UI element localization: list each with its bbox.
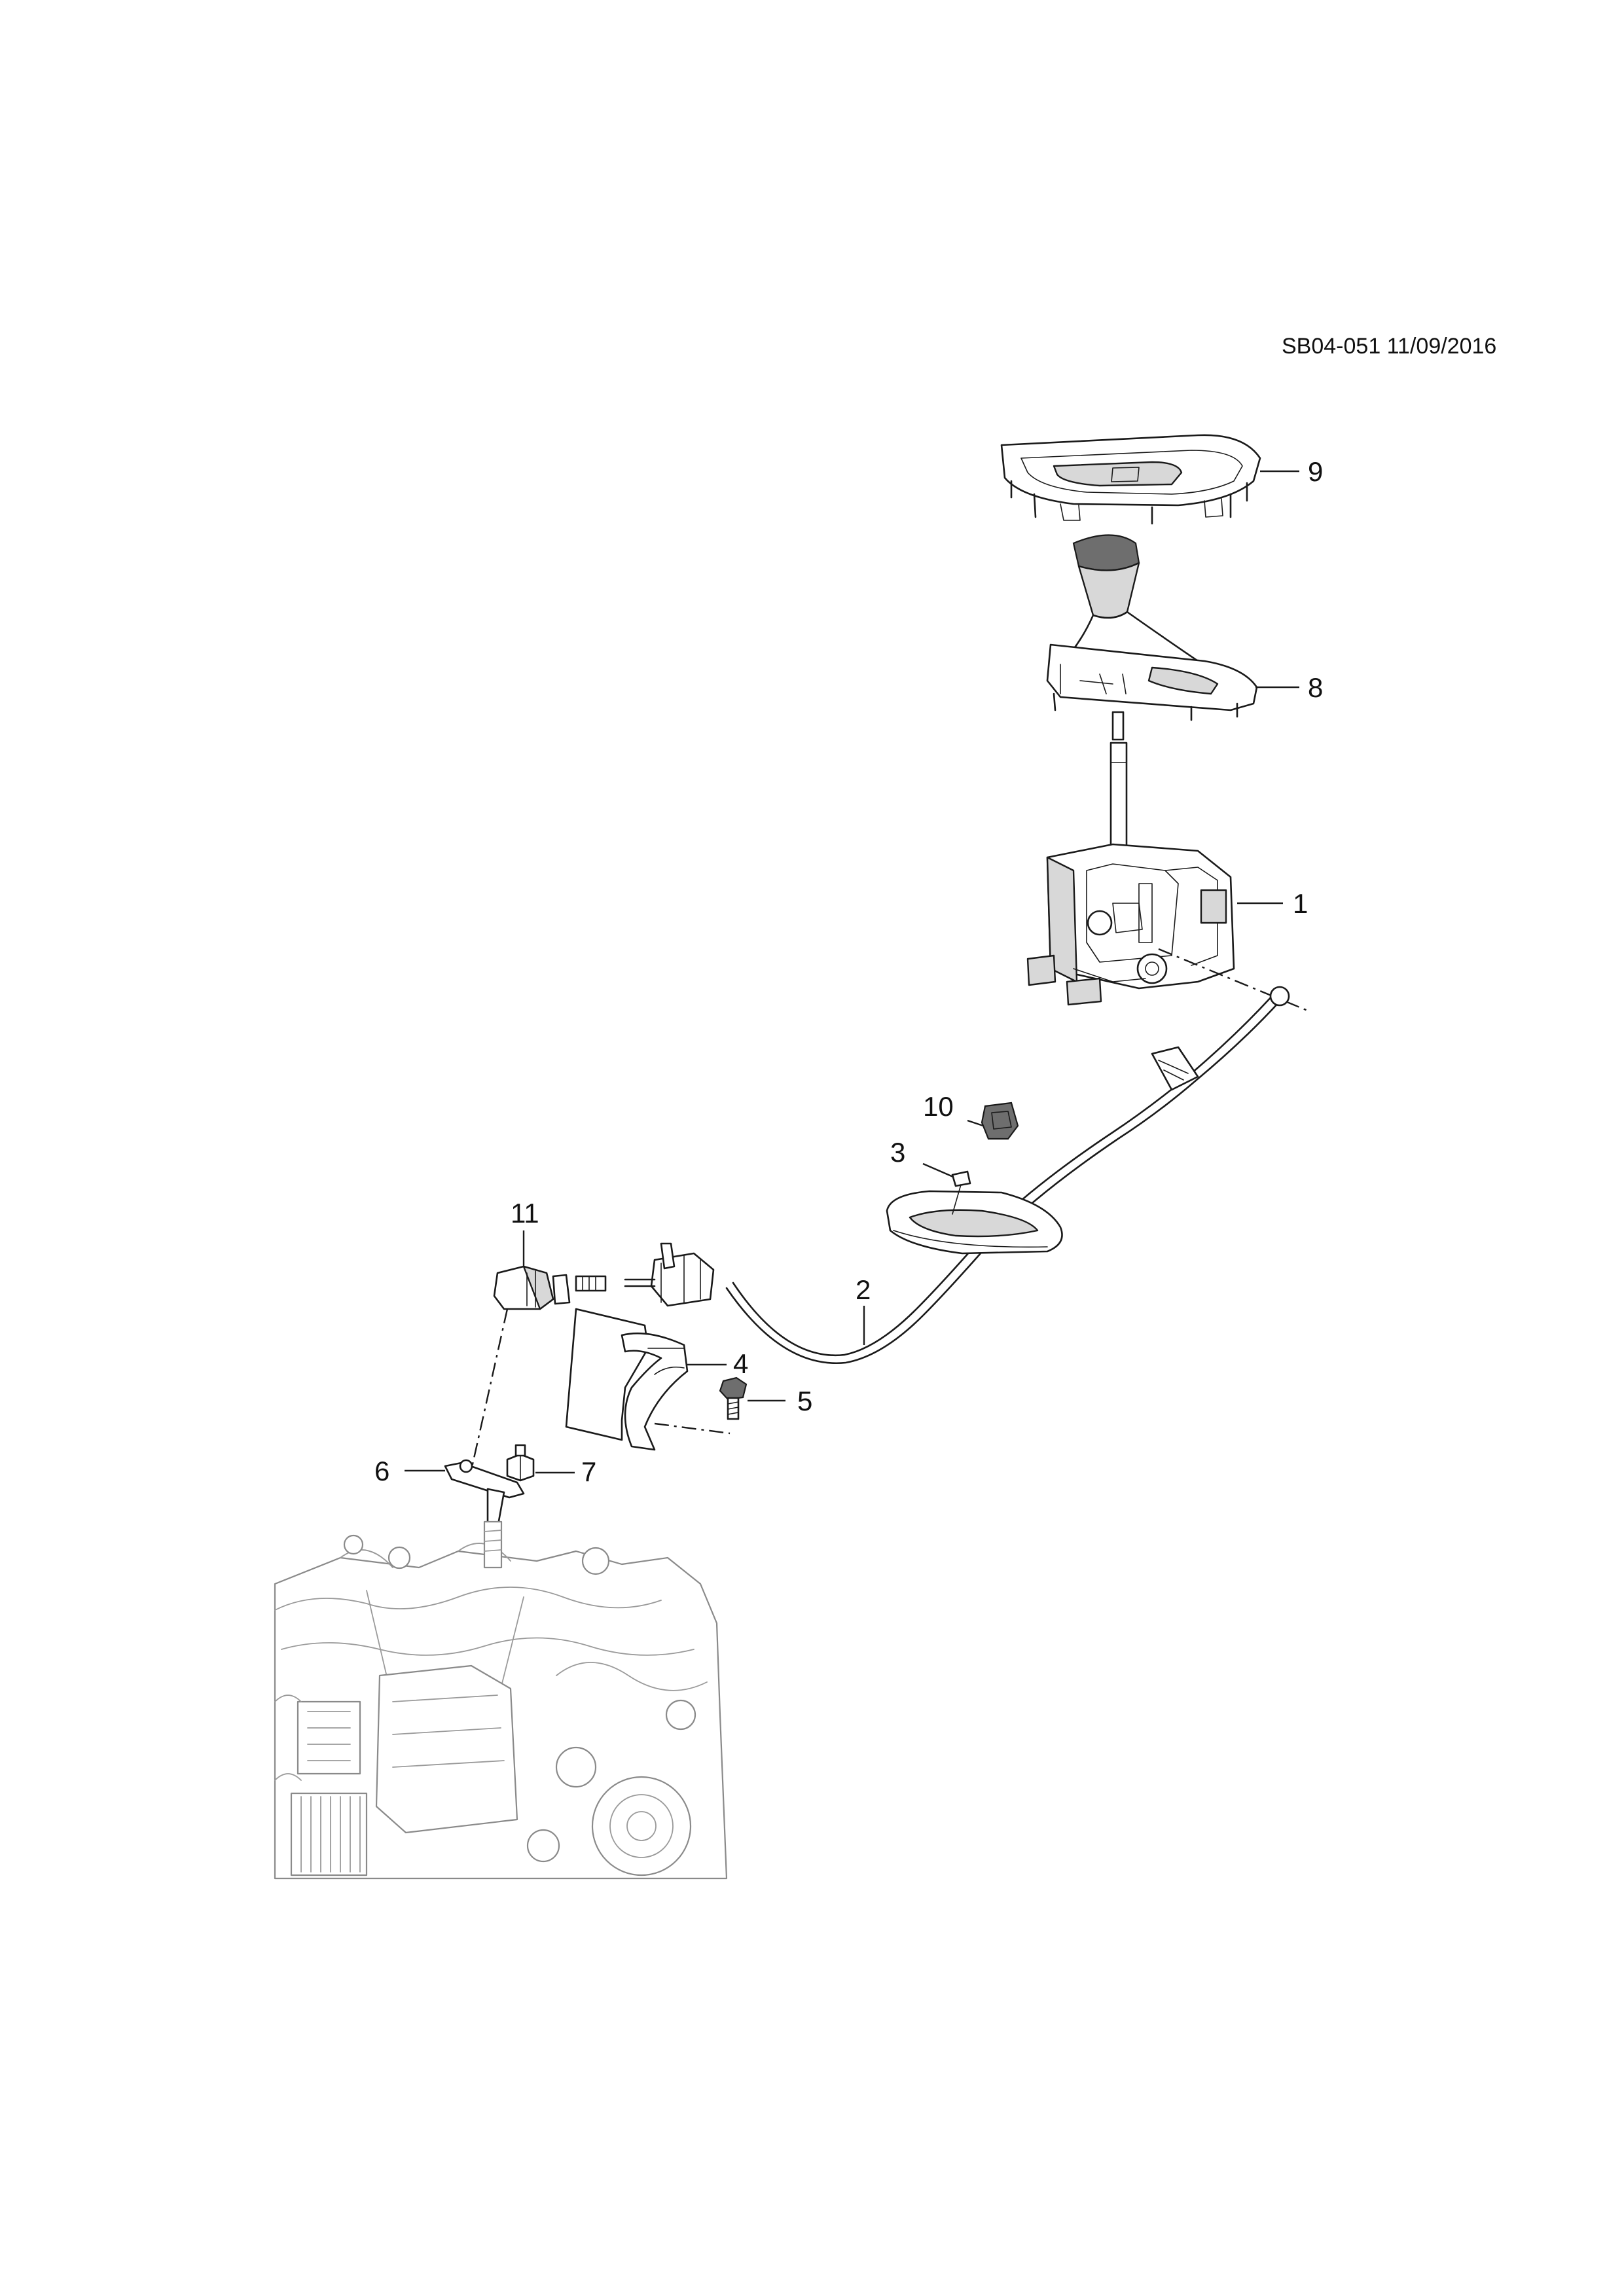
callout-7: 7 (581, 1456, 596, 1487)
callout-4: 4 (733, 1348, 748, 1379)
callout-10: 10 (923, 1091, 954, 1122)
part-9-console-bezel (1000, 434, 1261, 525)
callout-3: 3 (890, 1137, 905, 1168)
part-4-heat-shield (565, 1308, 689, 1451)
part-7-nut (506, 1444, 535, 1482)
callout-2: 2 (856, 1274, 871, 1305)
part-1-shifter-assembly (1026, 742, 1235, 1006)
callout-1: 1 (1293, 888, 1308, 919)
callout-9: 9 (1308, 456, 1323, 487)
callout-6: 6 (374, 1456, 389, 1486)
part-5-bolt (719, 1376, 748, 1420)
callout-8: 8 (1308, 672, 1323, 703)
part-10-cable-clip (981, 1102, 1019, 1140)
part-3-grommet-seal (886, 1170, 1063, 1255)
part-2-shift-cable (575, 986, 1290, 1365)
part-6-transmission-lever (444, 1459, 525, 1530)
transmission-housing-context (274, 1520, 728, 1880)
callout-5: 5 (797, 1386, 812, 1416)
document-reference: SB04-051 11/09/2016 (1282, 334, 1497, 359)
callout-11: 11 (511, 1198, 539, 1229)
part-8-shift-lever-boot (1046, 534, 1258, 741)
part-11-cable-end-fitting (493, 1265, 571, 1310)
